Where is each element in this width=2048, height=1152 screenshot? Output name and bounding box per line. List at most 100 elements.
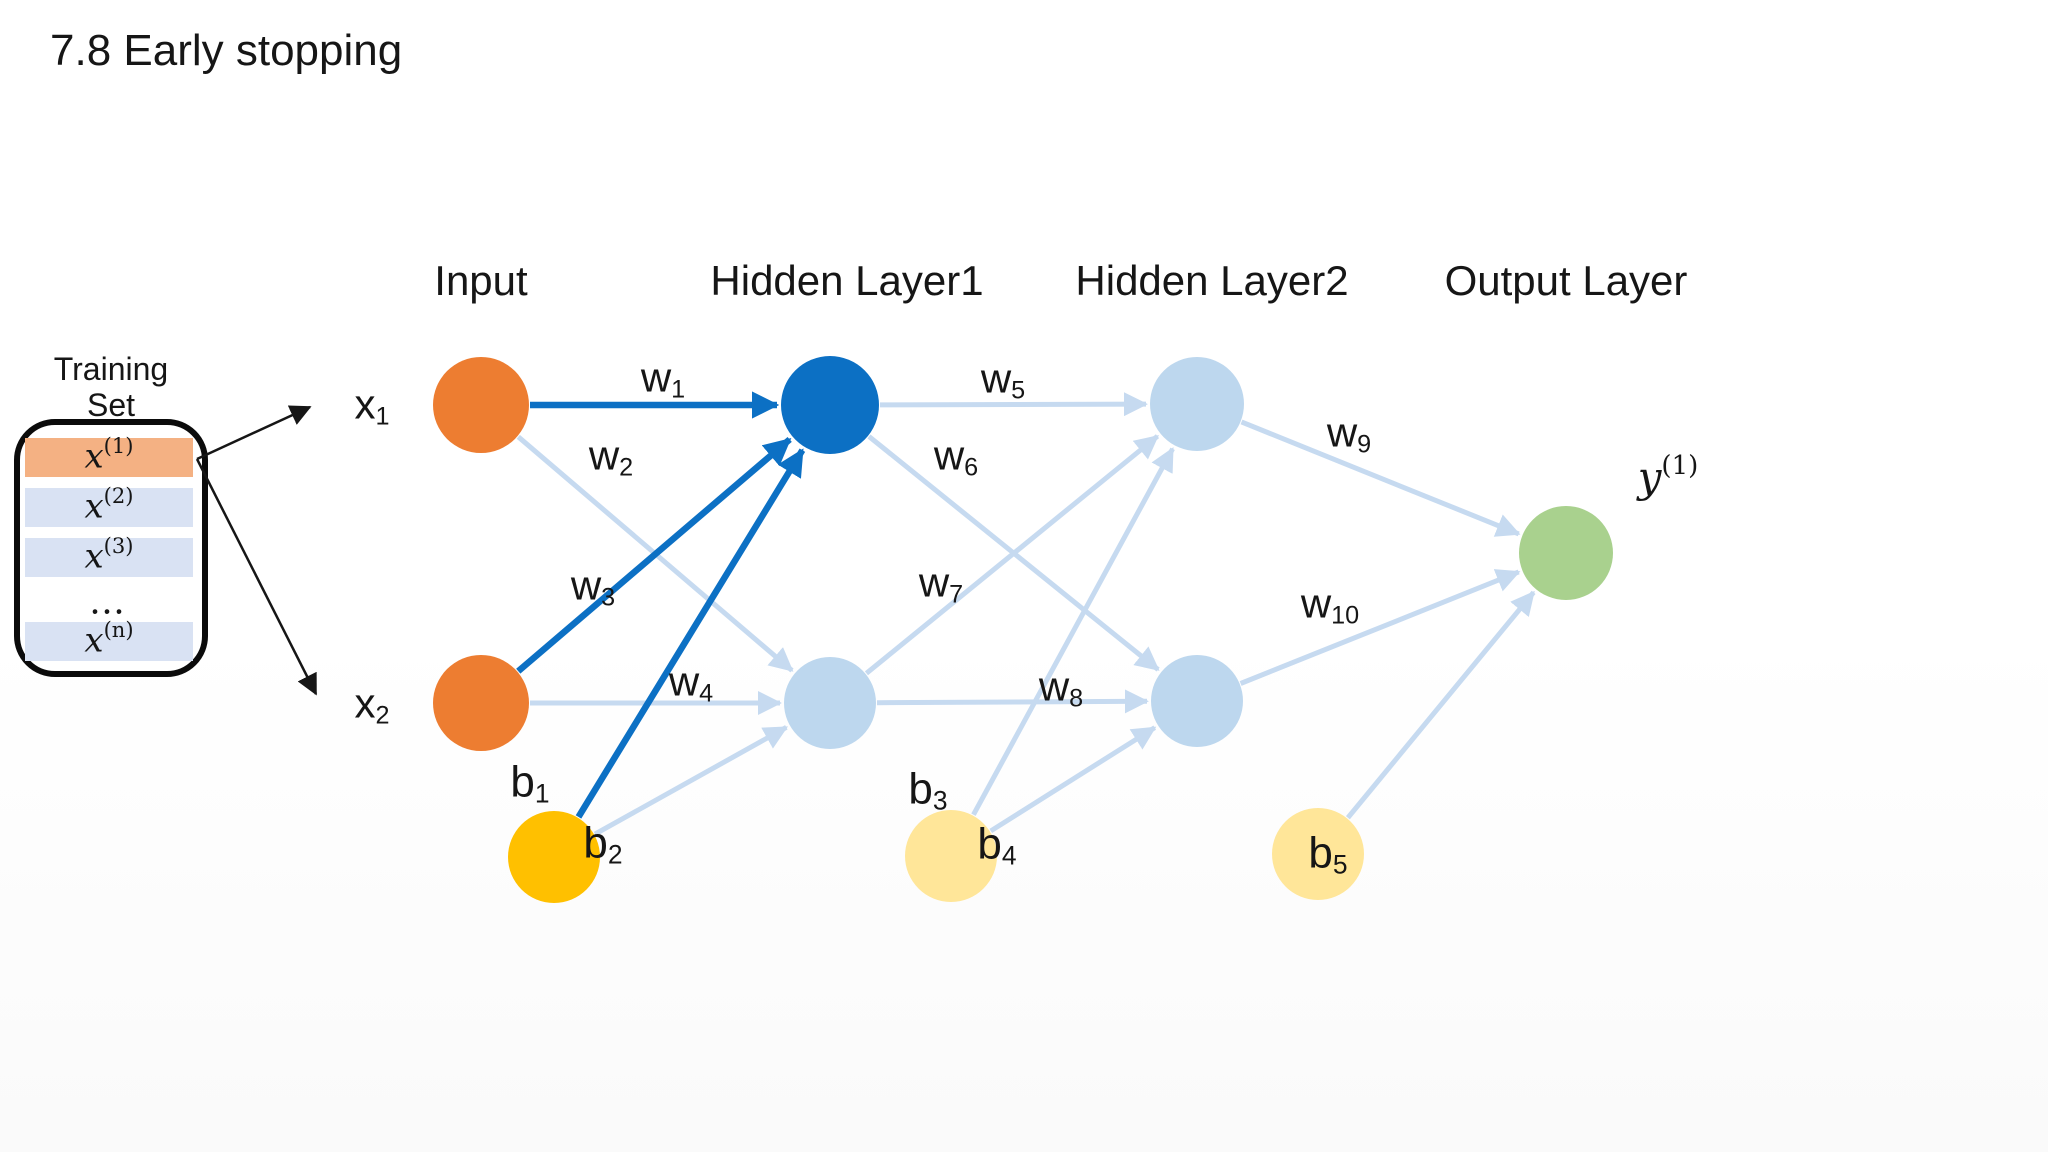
- node-output-1: [1519, 506, 1613, 600]
- training-row-bg: [25, 622, 193, 661]
- weight-label-w5: w5: [980, 355, 1025, 405]
- edge-layer: [516, 391, 1536, 837]
- edge-b3: [971, 447, 1175, 816]
- weight-label-w7: w7: [918, 559, 963, 609]
- weight-label-w10: w10: [1300, 580, 1359, 630]
- training-set-row: x(2): [25, 483, 193, 527]
- weight-label-w2: w2: [588, 432, 633, 482]
- bias-label-b2-sub: 2: [608, 840, 623, 870]
- node-hidden1-1: [781, 356, 879, 454]
- node-bias-hidden1: [905, 810, 997, 902]
- weight-label-w4-base: w: [668, 658, 700, 705]
- weight-label-w6-base: w: [933, 432, 965, 479]
- output-label-y: y(1): [1636, 451, 1699, 502]
- edge-w5: [879, 392, 1148, 417]
- training-set-row: x(n): [25, 617, 193, 661]
- edge-w3: [516, 436, 792, 674]
- weight-label-w5-base: w: [980, 355, 1012, 402]
- training-row-label-sup: (2): [104, 483, 134, 508]
- layer-header-hidden-layer2: Hidden Layer2: [1075, 257, 1348, 304]
- bias-label-b1-base: b: [510, 757, 534, 806]
- bias-label-b3-base: b: [908, 764, 932, 813]
- weight-label-w3: w3: [570, 562, 615, 612]
- training-row-label-base: x: [84, 620, 103, 660]
- layer-header-input: Input: [434, 257, 528, 304]
- bias-label-b2: b2: [583, 818, 622, 869]
- node-hidden2-1: [1150, 357, 1244, 451]
- training-set-row: x(1): [25, 433, 193, 477]
- weight-label-w1-sub: 1: [671, 376, 685, 404]
- edge-w8: [876, 689, 1149, 714]
- training-row-label-sup: (3): [104, 533, 134, 558]
- weight-label-w1: w1: [640, 354, 685, 404]
- bias-label-b3-sub: 3: [933, 786, 948, 816]
- training-row-label-sup: (1): [104, 433, 134, 458]
- sample-arrow: [195, 458, 318, 696]
- weight-label-w9-sub: 9: [1357, 431, 1371, 459]
- training-row-label-base: x: [84, 436, 103, 476]
- weight-label-w3-base: w: [570, 562, 602, 609]
- bias-label-b4-base: b: [977, 819, 1001, 868]
- output-label-y-sup: (1): [1661, 451, 1698, 481]
- edge-w7: [864, 434, 1160, 676]
- input-label-x1-sub: 1: [375, 403, 389, 431]
- weight-label-w9: w9: [1326, 409, 1371, 459]
- weight-label-w7-sub: 7: [949, 581, 963, 609]
- training-row-bg: [25, 488, 193, 527]
- edge-b1: [575, 448, 806, 819]
- bias-label-b4: b4: [977, 819, 1016, 870]
- bias-label-b3: b3: [908, 764, 947, 815]
- edge-b2: [593, 725, 789, 837]
- weight-label-w10-base: w: [1300, 580, 1332, 627]
- weight-label-w8: w8: [1038, 663, 1083, 713]
- weight-label-w6-sub: 6: [964, 454, 978, 482]
- training-row-ellipsis: …: [89, 582, 125, 623]
- sample-arrow: [196, 405, 312, 461]
- bias-label-b5: b5: [1308, 828, 1347, 879]
- weight-label-w1-base: w: [640, 354, 672, 401]
- weight-label-w3-sub: 3: [601, 584, 615, 612]
- edge-w9: [1240, 419, 1521, 537]
- training-row-label: x(1): [84, 433, 133, 476]
- bias-label-b5-base: b: [1308, 828, 1332, 877]
- node-bias-hidden2: [1272, 808, 1364, 900]
- weight-label-w2-sub: 2: [619, 454, 633, 482]
- weight-label-w2-base: w: [588, 432, 620, 479]
- weight-label-w8-base: w: [1038, 663, 1070, 710]
- input-label-x1-base: x: [354, 381, 375, 428]
- node-input-2: [433, 655, 529, 751]
- bias-label-b2-base: b: [583, 818, 607, 867]
- weight-label-w4-sub: 4: [699, 680, 713, 708]
- layer-header-output-layer: Output Layer: [1445, 257, 1688, 304]
- input-label-x2-sub: 2: [375, 702, 389, 730]
- edge-b4: [989, 725, 1157, 834]
- weight-label-w7-base: w: [918, 559, 950, 606]
- layer-header-hidden-layer1: Hidden Layer1: [710, 257, 983, 304]
- node-input-1: [433, 357, 529, 453]
- training-row-label-base: x: [84, 486, 103, 526]
- node-bias-input: [508, 811, 600, 903]
- training-row-label: x(n): [84, 617, 133, 660]
- bias-label-b4-sub: 4: [1002, 841, 1017, 871]
- training-row-label: x(3): [84, 533, 133, 576]
- node-layer: [433, 356, 1613, 903]
- weight-label-w9-base: w: [1326, 409, 1358, 456]
- node-hidden2-2: [1151, 655, 1243, 747]
- bias-label-b1: b1: [510, 757, 549, 808]
- node-hidden1-2: [784, 657, 876, 749]
- weight-label-w10-sub: 10: [1331, 602, 1359, 630]
- training-set-row: x(3): [25, 533, 193, 577]
- input-label-x2: x2: [354, 680, 389, 730]
- page-title: 7.8 Early stopping: [50, 26, 403, 75]
- edge-w10: [1239, 569, 1521, 686]
- training-row-label-base: x: [84, 536, 103, 576]
- weight-label-w6: w6: [933, 432, 978, 482]
- training-row-label-sup: (n): [104, 617, 134, 642]
- training-row-label: x(2): [84, 483, 133, 526]
- bias-label-b5-sub: 5: [1333, 850, 1348, 880]
- weight-label-w5-sub: 5: [1011, 377, 1025, 405]
- bias-label-b1-sub: 1: [535, 779, 550, 809]
- input-label-x1: x1: [354, 381, 389, 431]
